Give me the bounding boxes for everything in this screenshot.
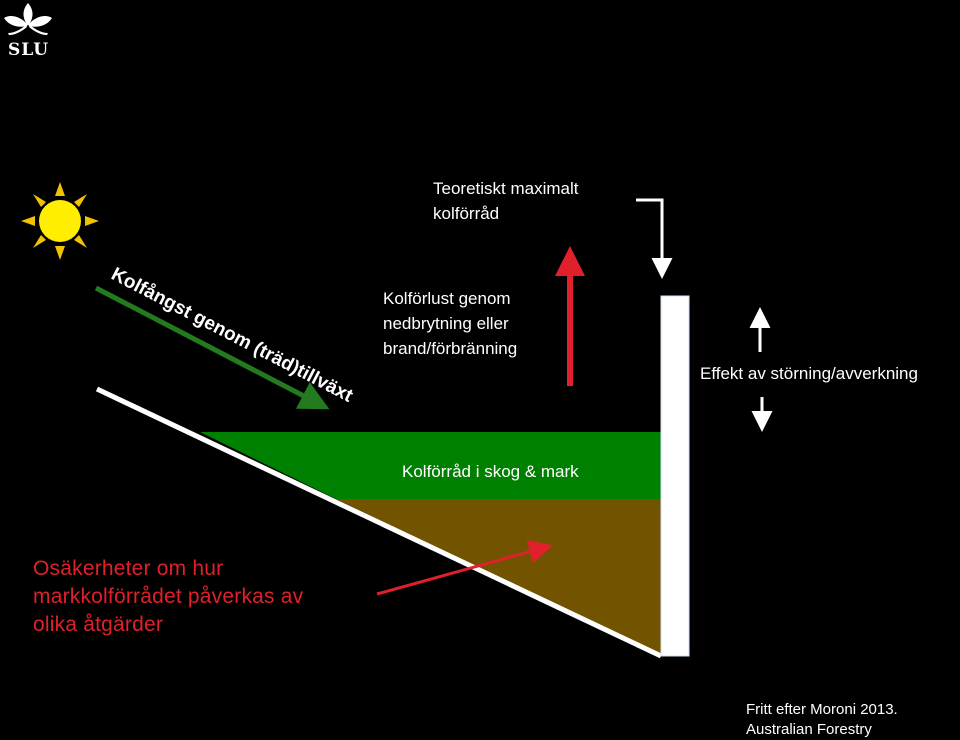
- baseline-diagonal: [95, 386, 663, 659]
- forest-layer: [200, 432, 661, 499]
- storage-label: Kolförråd i skog & mark: [402, 462, 579, 481]
- uncertainty-line1: Osäkerheter om hur: [33, 557, 223, 580]
- max-storage-label: Teoretiskt maximalt kolförråd: [433, 179, 579, 223]
- leaf-logo-icon: [4, 3, 52, 35]
- loss-line1: Kolförlust genom: [383, 289, 511, 308]
- max-storage-line1: Teoretiskt maximalt: [433, 179, 579, 198]
- loss-label: Kolförlust genom nedbrytning eller brand…: [383, 289, 517, 358]
- capture-label: Kolfångst genom (träd)tillväxt: [108, 264, 357, 407]
- max-storage-line2: kolförråd: [433, 204, 499, 223]
- slu-logo: SLU: [4, 3, 52, 60]
- uncertainty-label: Osäkerheter om hur markkolförrådet påver…: [33, 557, 304, 636]
- credit-line2: Australian Forestry: [746, 721, 872, 738]
- uncertainty-line2: markkolförrådet påverkas av: [33, 585, 304, 608]
- sun-icon: [21, 182, 99, 260]
- green-arrow-icon: [94, 285, 330, 410]
- loss-line2: nedbrytning eller: [383, 314, 509, 333]
- uncertainty-line3: olika åtgärder: [33, 613, 163, 636]
- max-storage-bar: [660, 295, 690, 657]
- red-arrow-icon: [376, 540, 553, 596]
- loss-line3: brand/förbränning: [383, 339, 517, 358]
- logo-text: SLU: [8, 40, 49, 60]
- credit-label: Fritt efter Moroni 2013. Australian Fore…: [746, 701, 898, 738]
- down-arrow-icon: [636, 198, 673, 279]
- credit-line1: Fritt efter Moroni 2013.: [746, 701, 898, 718]
- disturbance-label: Effekt av störning/avverkning: [700, 364, 918, 383]
